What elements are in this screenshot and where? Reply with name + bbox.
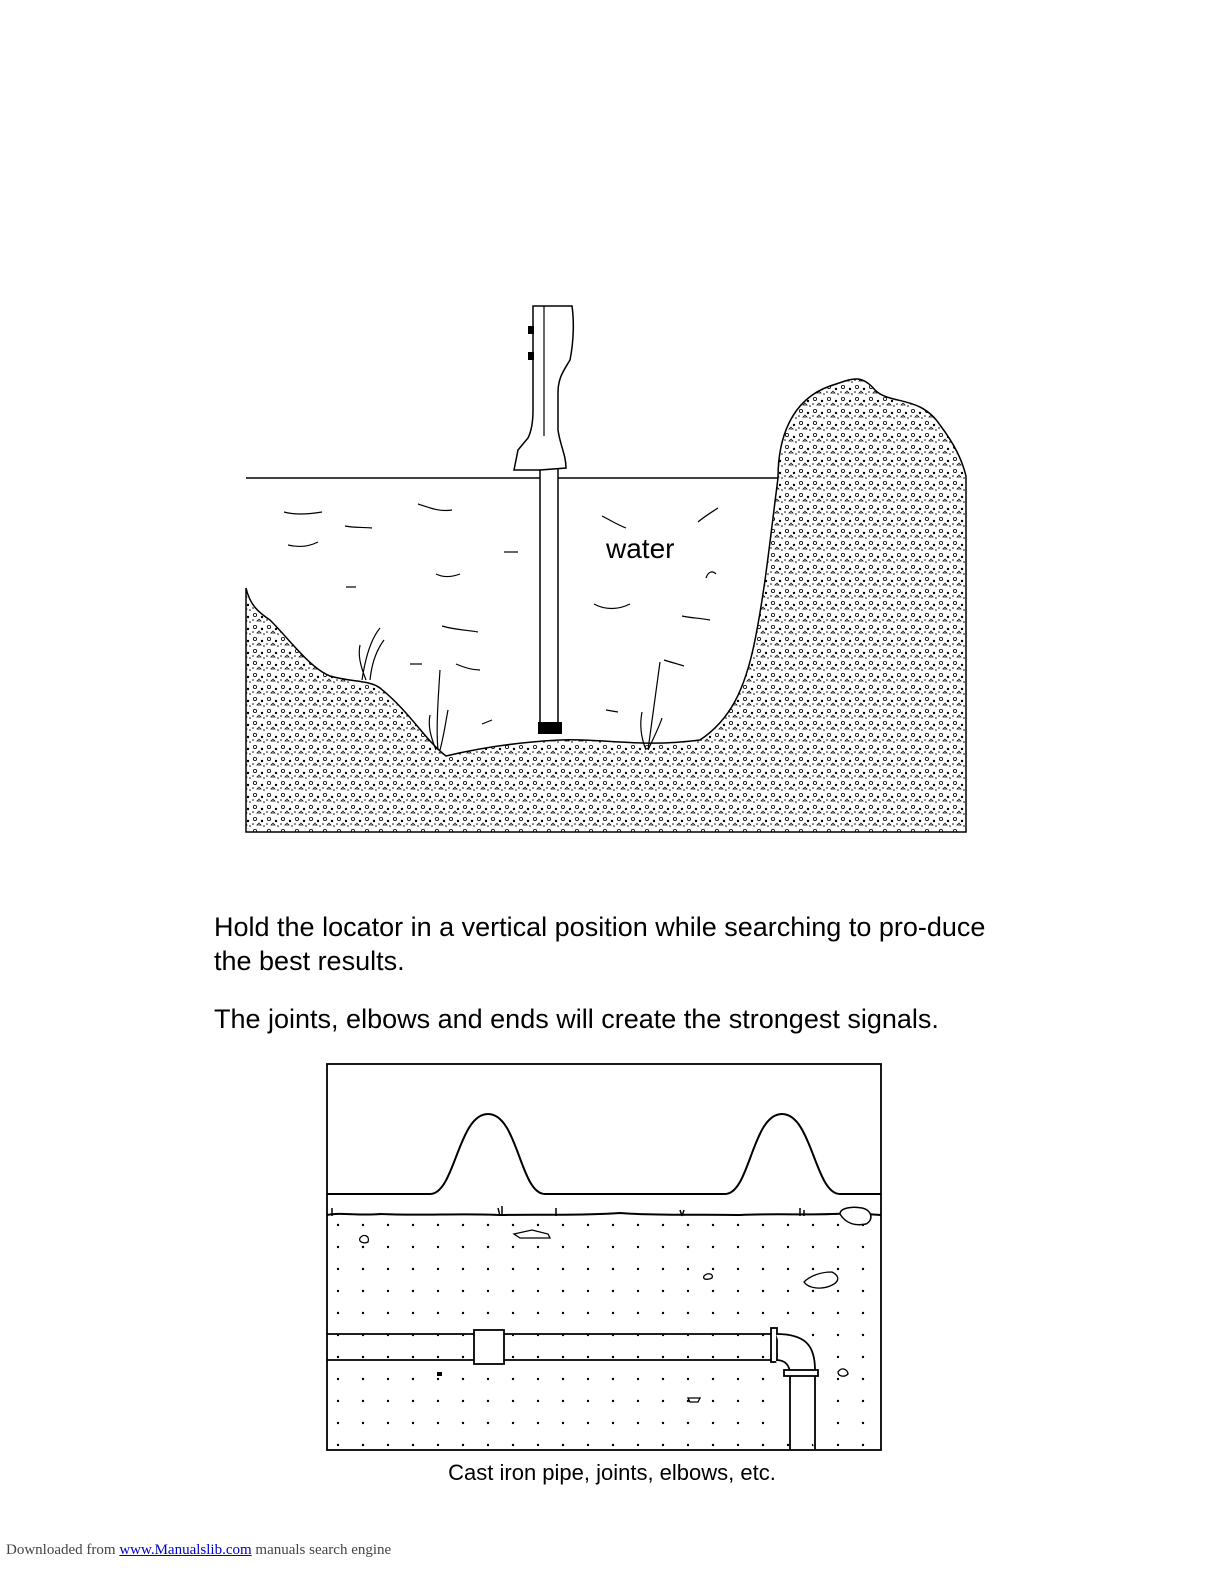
footer-prefix: Downloaded from <box>6 1542 119 1558</box>
figure-caption: Cast iron pipe, joints, elbows, etc. <box>0 1460 1224 1486</box>
manualslib-link[interactable]: www.Manualslib.com <box>119 1542 251 1558</box>
water-locator-illustration <box>236 296 976 842</box>
water-label: water <box>606 533 674 565</box>
locator-device <box>514 306 573 734</box>
footer-suffix: manuals search engine <box>252 1542 392 1558</box>
download-footer: Downloaded from www.Manualslib.com manua… <box>6 1542 391 1559</box>
instruction-paragraph: Hold the locator in a vertical position … <box>214 910 1004 978</box>
signal-paragraph: The joints, elbows and ends will create … <box>214 1002 1004 1036</box>
pipe-signal-diagram <box>320 1058 890 1458</box>
